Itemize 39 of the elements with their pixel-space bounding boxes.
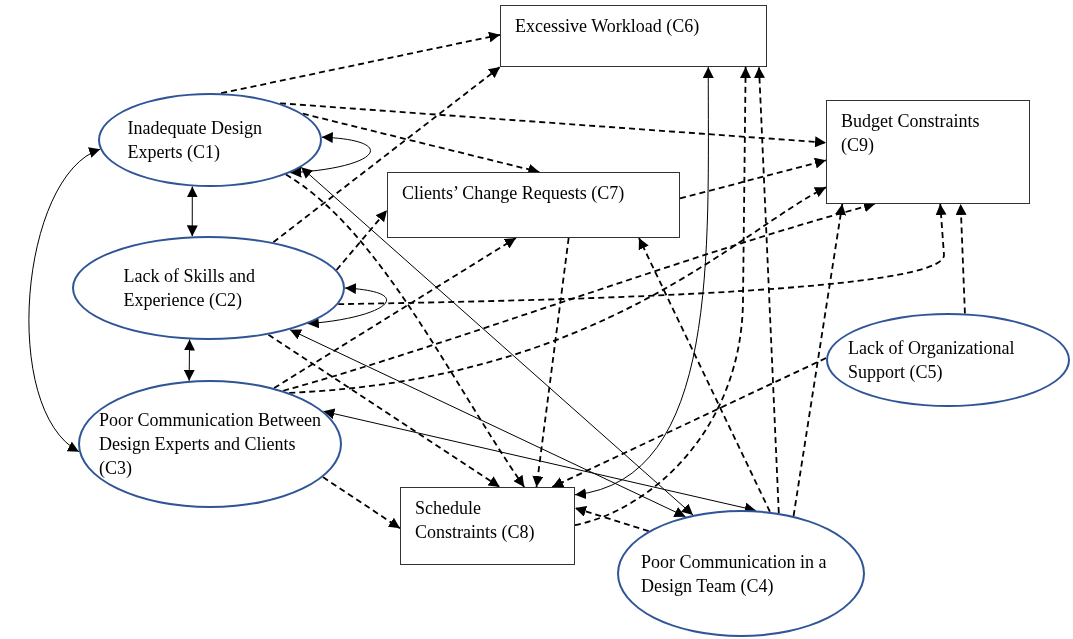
dashed-arrow [285,173,526,488]
dashed-arrow [955,203,967,315]
arrow [183,339,195,382]
dashed-arrow [267,333,501,488]
factor-box [387,172,680,238]
factor-label: Inadequate Design Experts (C1) [127,117,263,164]
arrow [28,148,101,453]
dashed-arrow [279,102,827,148]
arrow [186,185,198,237]
dashed-arrow [792,203,847,517]
factor-label: Poor Communication in a Design Team (C4) [641,550,828,598]
factor-box [826,100,1030,204]
arrow [289,132,371,178]
dashed-arrow [272,66,501,244]
factor-label: Poor Communication Between Design Experts and Clients (C3) [99,409,321,480]
dashed-arrow [638,237,771,513]
dashed-arrow [679,157,827,200]
dashed-arrow [574,66,751,527]
dashed-arrow [551,357,827,488]
arrow [307,283,387,329]
arrow [300,166,694,516]
factor-box [500,5,767,67]
factor-label: Budget Constraints (C9) [841,110,981,157]
dashed-arrow [574,506,650,532]
factor-label: Excessive Workload (C6) [515,15,701,38]
factor-label: Lack of Organizational Support (C5) [848,337,1016,384]
factor-label: Schedule Constraints (C8) [415,497,536,544]
dashed-arrow [532,237,570,488]
dashed-arrow [335,209,388,271]
dashed-arrow [322,476,401,530]
dashed-arrow [273,237,517,389]
arrow [289,329,687,518]
dashed-arrow [337,203,947,306]
factor-box [400,487,575,565]
dashed-arrow [220,31,501,95]
arrow [574,66,714,498]
factor-label: Lack of Skills and Experience (C2) [123,265,256,312]
factor-label: Clients’ Change Requests (C7) [402,182,626,205]
dashed-arrow [288,186,827,394]
